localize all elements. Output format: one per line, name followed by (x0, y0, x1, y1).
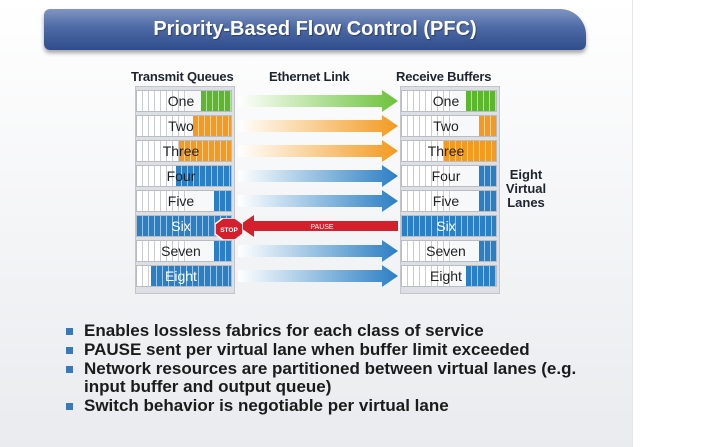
lane-label: Six (436, 218, 456, 234)
receive-buffers-label: Receive Buffers (396, 69, 492, 84)
queue-fill (151, 266, 231, 286)
transmit-queues-label: Transmit Queues (131, 69, 234, 84)
lane-label: Seven (426, 243, 466, 259)
queue-grid (137, 191, 187, 211)
queue-fill (200, 91, 231, 111)
lane-label: Eight (165, 268, 197, 284)
stop-sign-icon: STOP (215, 218, 243, 240)
queue-fill (402, 216, 496, 236)
receive-buffer-three: Three (401, 140, 497, 162)
link-arrow-three (238, 140, 398, 162)
stop-label: STOP (220, 227, 238, 234)
queue-grid (402, 191, 452, 211)
queue-grid (402, 141, 452, 161)
lane-label: One (167, 93, 195, 109)
queue-fill (465, 266, 496, 286)
lane-label: Eight (430, 268, 462, 284)
bullet-square-icon (66, 366, 73, 373)
queue-grid (137, 91, 187, 111)
link-arrow-shape (238, 90, 398, 112)
queue-grid (402, 166, 452, 186)
lane-label: Five (432, 193, 460, 209)
lane-label: Seven (161, 243, 201, 259)
queue-grid (402, 266, 452, 286)
queue-fill (479, 241, 496, 261)
transmit-queue-five: Five (136, 190, 232, 212)
lane-label: Three (427, 143, 465, 159)
queue-grid (137, 166, 187, 186)
receive-buffer-seven: Seven (401, 240, 497, 262)
lane-label: Two (433, 118, 459, 134)
bullet-item: PAUSE sent per virtual lane when buffer … (60, 341, 620, 359)
title-bar: Priority-Based Flow Control (PFC) (44, 9, 586, 50)
queue-grid (137, 116, 187, 136)
bullet-square-icon (66, 347, 73, 354)
queue-fill (479, 166, 496, 186)
link-arrow-seven (238, 240, 398, 262)
bullet-item: Switch behavior is negotiable per virtua… (60, 397, 620, 415)
pause-arrow: PAUSE (238, 215, 398, 237)
link-arrow-shape (238, 190, 398, 212)
queue-grid (402, 91, 452, 111)
receive-buffer-two: Two (401, 115, 497, 137)
transmit-queue-one: One (136, 90, 232, 112)
link-arrow-one (238, 90, 398, 112)
queue-grid (402, 116, 452, 136)
receive-buffer-eight: Eight (401, 265, 497, 287)
lane-label: Four (431, 168, 461, 184)
queue-grid (137, 141, 187, 161)
queue-fill (176, 166, 231, 186)
pause-arrow-shape (238, 215, 398, 237)
receive-buffer-five: Five (401, 190, 497, 212)
queue-fill (479, 116, 496, 136)
receive-buffer-four: Four (401, 165, 497, 187)
lane-label: Six (171, 218, 191, 234)
pause-label: PAUSE (310, 224, 334, 231)
link-arrow-shape (238, 165, 398, 187)
transmit-queue-two: Two (136, 115, 232, 137)
ethernet-link-label: Ethernet Link (269, 69, 350, 84)
lane-label: Two (168, 118, 194, 134)
link-arrow-eight (238, 265, 398, 287)
transmit-queue-seven: Seven (136, 240, 232, 262)
link-arrow-four (238, 165, 398, 187)
receive-buffer-one: One (401, 90, 497, 112)
eight-virtual-lanes-label: Eight Virtual Lanes (505, 167, 547, 210)
link-arrow-shape (238, 115, 398, 137)
link-arrow-shape (238, 240, 398, 262)
link-arrow-shape (238, 265, 398, 287)
slide-title: Priority-Based Flow Control (PFC) (153, 18, 477, 40)
queue-fill (193, 116, 231, 136)
lane-label: Four (166, 168, 196, 184)
queue-grid (137, 241, 187, 261)
transmit-queue-eight: Eight (136, 265, 232, 287)
bullet-square-icon (66, 328, 73, 335)
bullet-list: Enables lossless fabrics for each class … (60, 322, 620, 416)
link-arrow-two (238, 115, 398, 137)
transmit-queue-four: Four (136, 165, 232, 187)
queue-fill (214, 191, 231, 211)
link-arrow-shape (238, 140, 398, 162)
lane-label: Five (167, 193, 195, 209)
bullet-item: Network resources are partitioned betwee… (60, 360, 620, 396)
bullet-item: Enables lossless fabrics for each class … (60, 322, 620, 340)
transmit-queue-six: Six (136, 215, 232, 237)
transmit-queue-three: Three (136, 140, 232, 162)
bullet-square-icon (66, 403, 73, 410)
queue-fill (444, 141, 496, 161)
queue-grid (402, 241, 452, 261)
link-arrow-five (238, 190, 398, 212)
queue-fill (137, 216, 231, 236)
lane-label: One (432, 93, 460, 109)
queue-fill (179, 141, 231, 161)
queue-fill (479, 191, 496, 211)
receive-buffer-six: Six (401, 215, 497, 237)
slide-edge-divider (632, 0, 633, 447)
lane-label: Three (162, 143, 200, 159)
queue-fill (214, 241, 231, 261)
queue-fill (465, 91, 496, 111)
